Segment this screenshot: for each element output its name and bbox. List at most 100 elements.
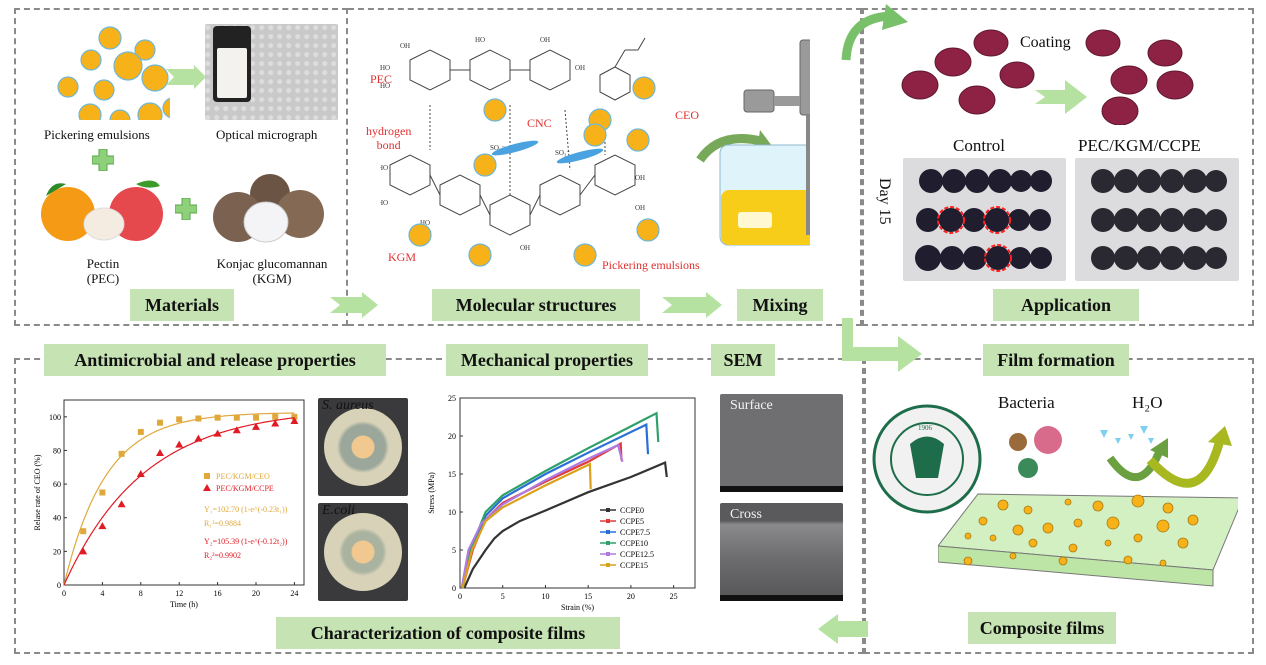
x-tick-label: 20 xyxy=(252,589,260,598)
data-point xyxy=(232,426,241,434)
svg-text:SO₃⁻: SO₃⁻ xyxy=(555,149,570,157)
e-coli-label: E.coli xyxy=(322,503,356,518)
y-axis-label: Relase rate of CEO (%) xyxy=(33,454,42,530)
y-tick-label: 10 xyxy=(448,508,456,517)
day-label: Day 15 xyxy=(876,178,893,225)
pectin-fruits-image xyxy=(41,180,163,241)
legend-label: CCPE0 xyxy=(620,506,644,515)
data-point xyxy=(252,422,260,430)
pickering-annotation: Pickering emulsions xyxy=(602,258,700,272)
film-formation-label: Film formation xyxy=(983,344,1129,376)
x-tick-label: 4 xyxy=(100,589,104,598)
data-point xyxy=(214,414,221,421)
composite-films-label: Composite films xyxy=(968,612,1116,644)
y-tick-label: 20 xyxy=(448,432,456,441)
y-tick-label: 80 xyxy=(53,446,61,455)
treated-grapes xyxy=(1091,169,1227,270)
legend-marker xyxy=(204,473,210,479)
sem-cross-image: Cross xyxy=(720,503,843,601)
data-point xyxy=(136,470,145,477)
svg-text:SO₃⁻: SO₃⁻ xyxy=(490,144,505,152)
data-point xyxy=(176,416,183,423)
x-tick-label: 10 xyxy=(541,592,549,601)
logo-year: 1906 xyxy=(918,424,933,432)
application-label: Application xyxy=(993,289,1139,321)
plot-frame xyxy=(459,397,696,589)
university-logo: 1906 xyxy=(872,404,982,514)
svg-text:OH: OH xyxy=(575,64,585,72)
bacteria-water-illustration xyxy=(1009,426,1232,488)
grapes-coating-illustration xyxy=(901,29,1194,125)
legend-marker xyxy=(606,530,610,534)
svg-text:HO: HO xyxy=(380,199,388,207)
y-tick-label: 20 xyxy=(53,547,61,556)
equation-annotation: Y₁=102.70 (1-e^(-0.23t₁)) xyxy=(204,505,288,514)
svg-text:OH: OH xyxy=(540,36,550,44)
data-point xyxy=(253,414,259,421)
y-tick-label: 0 xyxy=(57,581,61,590)
data-point xyxy=(157,419,163,426)
x-tick-label: 24 xyxy=(290,589,298,598)
legend-marker xyxy=(203,484,211,491)
y-tick-label: 15 xyxy=(448,470,456,479)
data-point xyxy=(79,547,88,555)
data-point xyxy=(117,500,126,508)
x-axis-label: Time (h) xyxy=(170,600,198,609)
molecular-structures-label: Molecular structures xyxy=(432,289,640,321)
data-point xyxy=(290,417,299,425)
homogenizer-beaker-image xyxy=(696,39,810,246)
stress-curve-5 xyxy=(461,462,592,589)
y-tick-label: 40 xyxy=(53,514,61,523)
plus-icon xyxy=(92,149,114,171)
kgm-annotation: KGM xyxy=(388,250,417,264)
x-tick-label: 25 xyxy=(670,592,678,601)
equation-annotation: Y₂=105.39 (1-e^(-0.12t₂)) xyxy=(204,537,288,546)
data-point xyxy=(233,414,240,421)
svg-text:OH: OH xyxy=(400,42,410,50)
kgm-caption: Konjac glucomannan(KGM) xyxy=(216,256,328,286)
application-box xyxy=(862,8,1254,326)
data-point xyxy=(118,450,125,457)
optical-micrograph-caption: Optical micrograph xyxy=(216,127,318,142)
arrow-left-icon xyxy=(818,614,868,644)
characterization-box xyxy=(14,358,864,654)
legend-label: PEC/KGM/CEO xyxy=(216,472,270,481)
legend-marker xyxy=(606,563,610,567)
x-tick-label: 0 xyxy=(62,589,66,598)
control-label: Control xyxy=(953,136,1005,155)
y-tick-label: 5 xyxy=(452,546,456,555)
plot-frame xyxy=(63,399,305,586)
pickering-emulsion-droplets xyxy=(57,26,170,120)
sem-surface-label: Surface xyxy=(730,398,773,413)
data-point xyxy=(99,489,106,496)
x-tick-label: 5 xyxy=(501,592,505,601)
vial xyxy=(213,26,251,102)
x-tick-label: 12 xyxy=(175,589,183,598)
arrow-right-icon xyxy=(166,65,206,89)
molecular-box xyxy=(348,8,862,326)
curved-arrow-icon xyxy=(841,4,908,61)
legend-label: PEC/KGM/CCPE xyxy=(216,484,274,493)
ceo-annotation: CEO xyxy=(675,108,699,122)
svg-text:HO: HO xyxy=(380,164,388,172)
equation-annotation: R₁²=0.9884 xyxy=(204,519,241,528)
y-tick-label: 60 xyxy=(53,480,61,489)
stress-curve-4 xyxy=(460,443,624,589)
water-label: H₂O xyxy=(1132,393,1163,412)
film-formation-arrow-icon xyxy=(842,318,922,372)
s-aureus-plate-photo: S. aureus xyxy=(318,398,408,496)
materials-box xyxy=(14,8,348,326)
y-tick-label: 0 xyxy=(452,584,456,593)
y-tick-label: 25 xyxy=(448,394,456,403)
x-tick-label: 0 xyxy=(458,592,462,601)
arrow-right-icon xyxy=(662,292,722,318)
treated-label: PEC/KGM/CCPE xyxy=(1078,136,1201,155)
equation-annotation: R₂²=0.9902 xyxy=(204,551,241,560)
pec-annotation: PEC xyxy=(370,72,393,86)
legend-marker xyxy=(606,552,610,556)
pectin-caption: Pectin(PEC) xyxy=(86,256,120,286)
sem-label: SEM xyxy=(711,344,775,376)
data-point xyxy=(195,415,202,422)
